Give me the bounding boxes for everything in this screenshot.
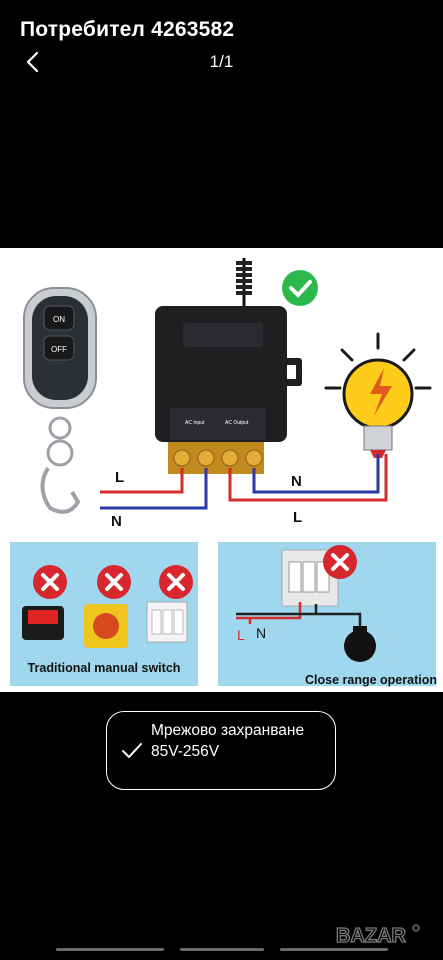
wire-label-right-l: L bbox=[293, 509, 302, 526]
product-image[interactable]: ON OFF AC Input AC Output bbox=[0, 248, 443, 692]
system-navigation-bar bbox=[0, 944, 443, 954]
relay-module: AC Input AC Output bbox=[155, 306, 302, 474]
close-range-caption: Close range operation bbox=[305, 673, 437, 687]
checkmark-icon bbox=[122, 743, 142, 758]
cross-icon bbox=[97, 565, 131, 599]
cross-icon bbox=[323, 545, 357, 579]
wire-label-left-n: N bbox=[111, 513, 122, 530]
relay-input-label: AC Input bbox=[185, 420, 205, 426]
page-title: Потребител 4263582 bbox=[20, 18, 235, 41]
toast-text: Мрежово захранване 85V-256V bbox=[151, 722, 305, 760]
bazar-watermark: BAZAR bbox=[335, 924, 420, 948]
wiring: L N N L bbox=[100, 454, 388, 530]
toast-message: Мрежово захранване 85V-256V bbox=[106, 711, 336, 790]
product-illustration: ON OFF AC Input AC Output bbox=[10, 258, 437, 687]
cross-icon bbox=[33, 565, 67, 599]
watermark-text: BAZAR bbox=[336, 925, 407, 947]
check-badge bbox=[282, 270, 318, 306]
manual-switch-panel: Traditional manual switch bbox=[10, 542, 198, 686]
relay-antenna bbox=[236, 258, 252, 310]
relay-output-label: AC Output bbox=[225, 420, 249, 426]
nav-indicator bbox=[180, 948, 264, 951]
remote-control: ON OFF bbox=[23, 287, 97, 514]
close-range-panel: L N Close range operation bbox=[218, 542, 437, 687]
nav-indicator bbox=[56, 948, 164, 951]
manual-switch-caption: Traditional manual switch bbox=[28, 661, 181, 675]
cross-icon bbox=[159, 565, 193, 599]
wire-label-left-l: L bbox=[115, 469, 124, 486]
remote-on-label: ON bbox=[53, 315, 65, 324]
panel-l-label: L bbox=[237, 627, 245, 643]
light-bulb-icon bbox=[324, 332, 432, 458]
chevron-left-icon[interactable] bbox=[22, 50, 46, 74]
panel-n-label: N bbox=[256, 625, 266, 641]
nav-indicator bbox=[280, 948, 388, 951]
wire-label-right-n: N bbox=[291, 473, 302, 490]
remote-off-label: OFF bbox=[51, 345, 67, 354]
image-counter: 1/1 bbox=[209, 52, 234, 71]
